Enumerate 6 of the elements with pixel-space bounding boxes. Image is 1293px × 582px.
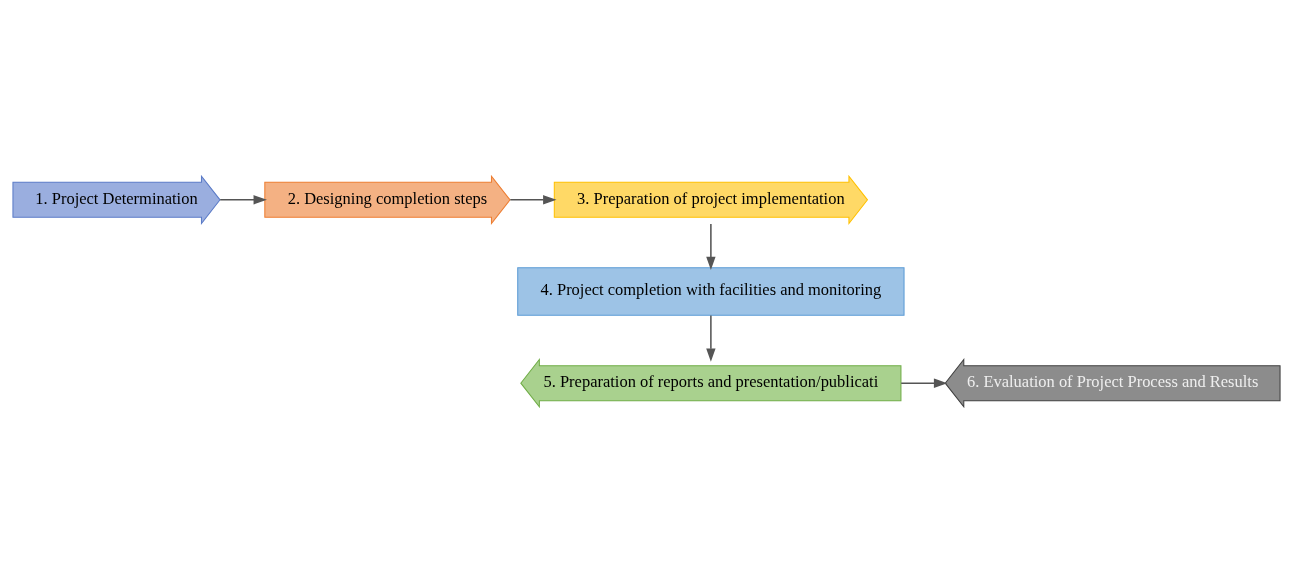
arrow: [219, 194, 267, 204]
arrow: [900, 378, 948, 388]
arrow: [706, 222, 716, 270]
node-box: 4. Project completion with facilities and monitoring: [517, 266, 905, 316]
arrow: [509, 194, 557, 204]
arrow: [706, 314, 716, 362]
